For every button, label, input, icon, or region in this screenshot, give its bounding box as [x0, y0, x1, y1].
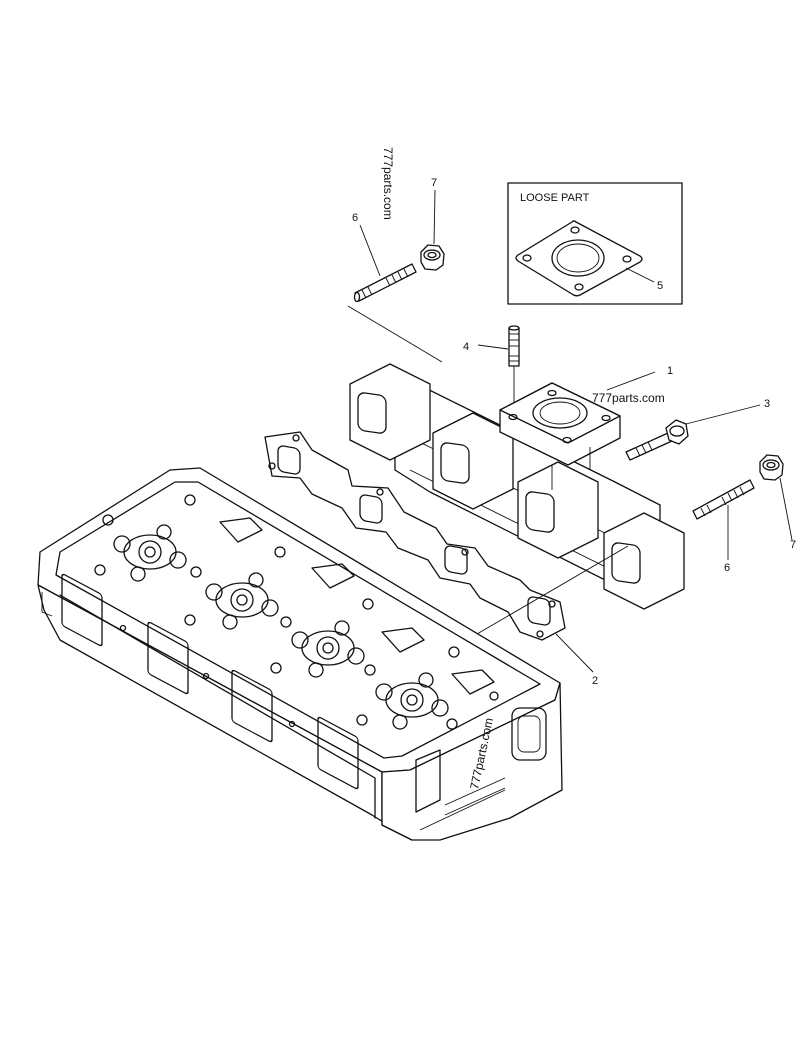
loose-part-box: LOOSE PART [507, 182, 683, 305]
assembly-line-stud [347, 305, 443, 363]
leader-5 [625, 267, 655, 283]
cylinder-port-1 [113, 517, 263, 582]
cylinder-port-4 [375, 669, 495, 730]
stud-top [353, 263, 417, 303]
callout-2: 2 [592, 675, 598, 687]
watermark-manifold: 777parts.com [592, 391, 665, 405]
nut-right [759, 454, 784, 481]
leader-7-top [433, 189, 436, 245]
watermark-vertical-top: 777parts.com [381, 147, 395, 220]
stud-right [692, 479, 755, 520]
cylinder-head [37, 467, 563, 841]
cylinder-port-3 [291, 620, 425, 678]
exhaust-manifold [349, 363, 685, 610]
callout-6b: 6 [724, 562, 730, 574]
stud-small [508, 325, 520, 367]
loose-part-frame [507, 182, 683, 305]
callout-4: 4 [463, 341, 469, 353]
assembly-line-gasket [476, 545, 629, 635]
callout-3: 3 [764, 398, 770, 410]
loose-gasket [515, 220, 643, 297]
manifold-gasket [264, 431, 566, 641]
leader-3 [685, 404, 761, 425]
leader-2 [555, 633, 594, 673]
leader-6-top [359, 224, 381, 277]
leader-4 [477, 344, 509, 350]
callout-7a: 7 [431, 177, 437, 189]
callout-7b: 7 [790, 539, 796, 551]
nut-top [420, 244, 445, 271]
callout-1: 1 [667, 365, 673, 377]
head-bolt-holes [94, 494, 499, 730]
loose-part-title: LOOSE PART [520, 192, 590, 204]
bolt [625, 419, 689, 461]
cylinder-port-2 [205, 563, 355, 630]
callout-5: 5 [657, 280, 663, 292]
callout-6a: 6 [352, 212, 358, 224]
leader-7-right [779, 477, 793, 541]
leader-1 [606, 371, 656, 391]
